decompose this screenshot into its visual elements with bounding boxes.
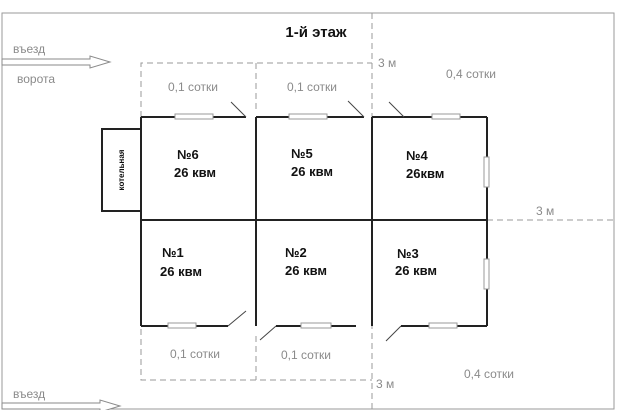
plot-label-bottom-left: 0,1 сотки [170, 347, 220, 361]
door-room-2 [259, 325, 277, 341]
door-room-5 [347, 100, 365, 118]
plot-top-outline [140, 62, 372, 117]
room-6-area: 26 квм [174, 165, 216, 180]
site-boundary [1, 12, 615, 410]
room-1-number: №1 [162, 245, 184, 260]
room-2-area: 26 квм [285, 263, 327, 278]
room-3-number: №3 [397, 246, 419, 261]
plot-label-bottom-right: 0,4 сотки [464, 367, 514, 381]
distance-label-bottom: 3 м [376, 377, 394, 391]
door-room-6 [230, 101, 247, 118]
room-5-area: 26 квм [291, 164, 333, 179]
window-room-5 [288, 113, 328, 120]
room-5-number: №5 [291, 146, 313, 161]
floor-title: 1-й этаж [285, 24, 347, 41]
window-room-6 [174, 113, 214, 120]
window-room-4-side [483, 156, 490, 188]
distance-label-right: 3 м [536, 204, 554, 218]
window-room-2 [300, 322, 332, 329]
room-1-area: 26 квм [160, 264, 202, 279]
door-room-1 [227, 310, 247, 327]
window-room-1 [167, 322, 197, 329]
plot-label-top-left: 0,1 сотки [168, 80, 218, 94]
room-3-area: 26 квм [395, 263, 437, 278]
entry-arrow-top [1, 55, 112, 69]
gate-label: ворота [17, 72, 55, 86]
window-room-3-side [483, 258, 490, 290]
room-4-area: 26квм [406, 166, 444, 181]
room-4-number: №4 [406, 148, 428, 163]
door-room-3 [385, 325, 402, 342]
plot-label-top-mid: 0,1 сотки [287, 80, 337, 94]
window-room-3-bottom [428, 322, 458, 329]
plot-bottom-outline [140, 329, 372, 381]
entry-label-bottom: въезд [13, 387, 45, 401]
room-2-number: №2 [285, 245, 307, 260]
boiler-room-label: котельная [117, 149, 126, 190]
entry-label-top: въезд [13, 42, 45, 56]
window-room-4-top [431, 113, 461, 120]
door-room-4 [388, 101, 405, 118]
distance-label-top: 3 м [378, 56, 396, 70]
entry-arrow-bottom [1, 399, 122, 410]
plot-label-top-right: 0,4 сотки [446, 67, 496, 81]
room-6-number: №6 [177, 147, 199, 162]
plot-label-bottom-mid: 0,1 сотки [281, 348, 331, 362]
